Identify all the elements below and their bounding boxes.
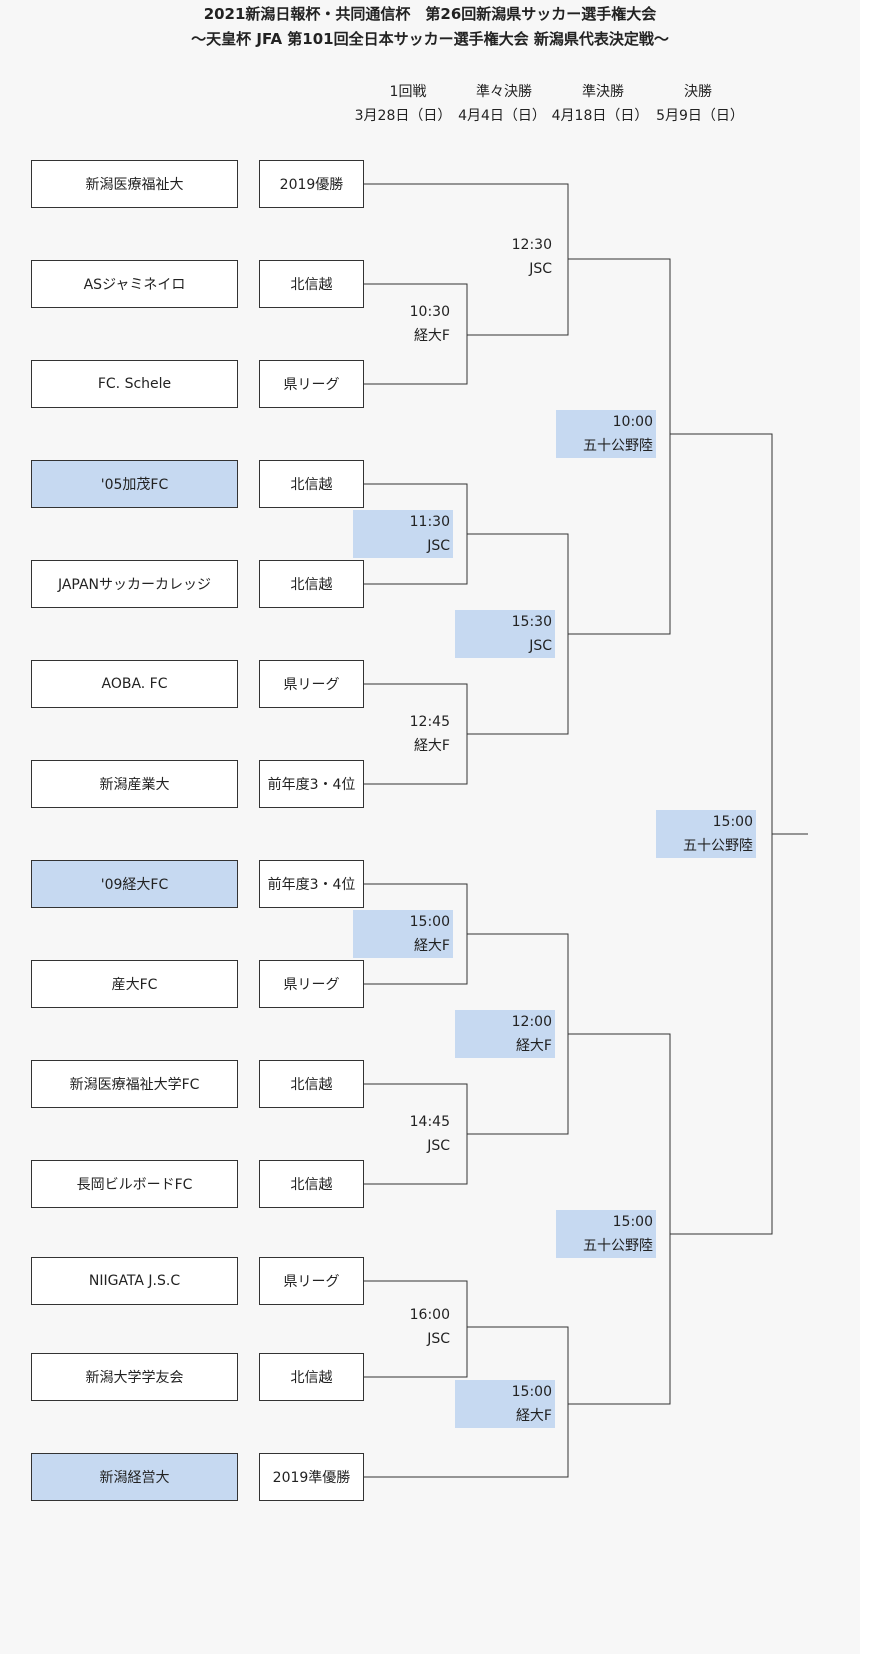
match-time: 12:00 [511,1014,552,1030]
round-3-name: 準決勝 [582,84,624,100]
team-name: ASジャミネイロ [31,260,238,308]
match-sf-2: 15:00 五十公野陸 [556,1210,656,1258]
match-venue: 経大F [413,328,450,344]
round-4-name: 決勝 [684,84,712,100]
team-qualifier: 北信越 [259,1353,364,1401]
match-venue: JSC [427,1331,450,1347]
round-4-date: 5月9日（日） [656,108,744,124]
bracket-line [568,258,671,635]
team-qualifier: 北信越 [259,1160,364,1208]
round-2-name: 準々決勝 [476,84,532,100]
match-time: 10:00 [612,414,653,430]
bracket-line [364,1326,569,1478]
match-venue: 経大F [515,1038,552,1054]
team-qualifier: 北信越 [259,460,364,508]
match-venue: 経大F [515,1408,552,1424]
match-time: 12:45 [409,714,450,730]
match-time: 15:00 [409,914,450,930]
team-name: 新潟医療福祉大 [31,160,238,208]
match-r1-2: 11:30 JSC [353,510,453,558]
round-3-date: 4月18日（日） [551,108,649,124]
match-qf-4: 15:00 経大F [455,1380,555,1428]
round-2-date: 4月4日（日） [458,108,546,124]
team-name: 新潟経営大 [31,1453,238,1501]
team-qualifier: 県リーグ [259,360,364,408]
match-qf-2: 15:30 JSC [455,610,555,658]
match-time: 15:00 [612,1214,653,1230]
match-final: 15:00 五十公野陸 [656,810,756,858]
match-r1-6: 16:00 JSC [353,1303,453,1351]
team-name: AOBA. FC [31,660,238,708]
team-qualifier: 北信越 [259,1060,364,1108]
team-qualifier: 2019優勝 [259,160,364,208]
team-qualifier: 北信越 [259,560,364,608]
team-qualifier: 県リーグ [259,1257,364,1305]
round-1-name: 1回戦 [389,84,427,100]
team-name: 新潟産業大 [31,760,238,808]
team-name: '05加茂FC [31,460,238,508]
team-name: '09経大FC [31,860,238,908]
match-time: 14:45 [409,1114,450,1130]
match-venue: JSC [529,261,552,277]
match-time: 15:00 [511,1384,552,1400]
round-1-date: 3月28日（日） [354,108,452,124]
match-time: 15:00 [712,814,753,830]
match-time: 10:30 [409,304,450,320]
team-name: 新潟大学学友会 [31,1353,238,1401]
match-sf-1: 10:00 五十公野陸 [556,410,656,458]
team-qualifier: 県リーグ [259,660,364,708]
tournament-subtitle: ～天皇杯 JFA 第101回全日本サッカー選手権大会 新潟県代表決定戦～ [191,30,669,48]
match-time: 12:30 [511,237,552,253]
tournament-title: 2021新潟日報杯・共同通信杯 第26回新潟県サッカー選手権大会 [203,5,657,23]
match-time: 11:30 [409,514,450,530]
bracket-line [364,283,468,385]
match-qf-3: 12:00 経大F [455,1010,555,1058]
team-qualifier: 北信越 [259,260,364,308]
bracket-line [364,1280,468,1378]
team-qualifier: 前年度3・4位 [259,760,364,808]
match-time: 16:00 [409,1307,450,1323]
team-name: 産大FC [31,960,238,1008]
match-time: 15:30 [511,614,552,630]
match-venue: 五十公野陸 [683,838,753,854]
match-venue: JSC [427,1138,450,1154]
team-qualifier: 2019準優勝 [259,1453,364,1501]
team-name: 新潟医療福祉大学FC [31,1060,238,1108]
team-qualifier: 県リーグ [259,960,364,1008]
team-name: 長岡ビルボードFC [31,1160,238,1208]
match-r1-5: 14:45 JSC [353,1110,453,1158]
match-r1-4: 15:00 経大F [353,910,453,958]
team-qualifier: 前年度3・4位 [259,860,364,908]
match-venue: 経大F [413,938,450,954]
match-venue: 五十公野陸 [583,1238,653,1254]
match-r1-1: 10:30 経大F [353,300,453,348]
team-name: FC. Schele [31,360,238,408]
match-venue: 五十公野陸 [583,438,653,454]
team-name: JAPANサッカーカレッジ [31,560,238,608]
match-venue: 経大F [413,738,450,754]
team-name: NIIGATA J.S.C [31,1257,238,1305]
match-qf-1: 12:30 JSC [455,233,555,281]
match-venue: JSC [427,538,450,554]
match-venue: JSC [529,638,552,654]
bracket-line [568,1033,671,1405]
match-r1-3: 12:45 経大F [353,710,453,758]
